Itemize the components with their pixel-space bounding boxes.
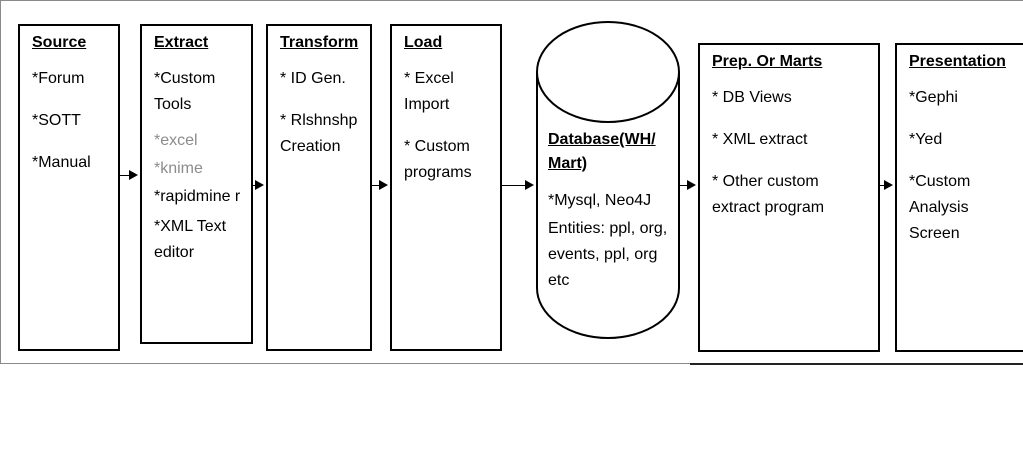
prep-title: Prep. Or Marts bbox=[712, 53, 823, 70]
database-item-clip: Entities: ppl, org, events, ppl, org etc bbox=[548, 216, 673, 292]
arrow-extract-to-transform bbox=[253, 180, 264, 190]
arrow-database-to-prep bbox=[679, 180, 696, 190]
extract-item: *XML Text editor bbox=[154, 218, 227, 261]
diagram-frame bbox=[0, 0, 1023, 364]
source-title: Source bbox=[32, 34, 87, 51]
extract-item: *knime bbox=[154, 160, 203, 177]
frame-bottom-line bbox=[0, 363, 690, 364]
source-item: *Forum bbox=[32, 70, 85, 87]
arrow-transform-to-load bbox=[372, 180, 388, 190]
extract-title: Extract bbox=[154, 34, 209, 51]
prep-item: * XML extract bbox=[712, 131, 808, 148]
transform-title: Transform bbox=[280, 34, 359, 51]
extract-item: *rapidmine r bbox=[154, 188, 241, 205]
load-item: * Excel Import bbox=[404, 70, 454, 113]
extract-box: Extract *Custom Tools *excel *knime *rap… bbox=[140, 24, 253, 344]
database-text: Database(WH/ Mart) *Mysql, Neo4J Entitie… bbox=[548, 128, 673, 292]
extract-item: *Custom Tools bbox=[154, 70, 216, 113]
presentation-item: *Gephi bbox=[909, 89, 958, 106]
arrow-load-to-database bbox=[502, 180, 534, 190]
prep-item: * Other custom extract program bbox=[712, 173, 825, 216]
frame-bottom-line-right bbox=[690, 363, 1023, 365]
presentation-item: *Custom Analysis Screen bbox=[909, 173, 971, 242]
arrow-source-to-extract bbox=[120, 170, 138, 180]
prep-box: Prep. Or Marts * DB Views * XML extract … bbox=[698, 43, 880, 352]
database-cylinder bbox=[536, 21, 680, 339]
transform-box: Transform * ID Gen. * Rlshnshp Creation bbox=[266, 24, 372, 351]
presentation-box: Presentation *Gephi *Yed *Custom Analysi… bbox=[895, 43, 1023, 352]
database-item: Entities: ppl, org, events, ppl, org etc bbox=[548, 220, 668, 289]
load-item: * Custom programs bbox=[404, 138, 472, 181]
arrow-prep-to-presentation bbox=[880, 180, 893, 190]
load-box: Load * Excel Import * Custom programs bbox=[390, 24, 502, 351]
source-item: *Manual bbox=[32, 154, 91, 171]
database-item: *Mysql, Neo4J bbox=[548, 192, 652, 209]
source-item: *SOTT bbox=[32, 112, 81, 129]
source-box: Source *Forum *SOTT *Manual bbox=[18, 24, 120, 351]
load-title: Load bbox=[404, 34, 443, 51]
transform-item: * ID Gen. bbox=[280, 70, 346, 87]
database-title: Database(WH/ Mart) bbox=[548, 131, 656, 172]
presentation-item: *Yed bbox=[909, 131, 943, 148]
transform-item: * Rlshnshp Creation bbox=[280, 112, 358, 155]
extract-item: *excel bbox=[154, 132, 198, 149]
presentation-title: Presentation bbox=[909, 53, 1006, 70]
prep-item: * DB Views bbox=[712, 89, 792, 106]
